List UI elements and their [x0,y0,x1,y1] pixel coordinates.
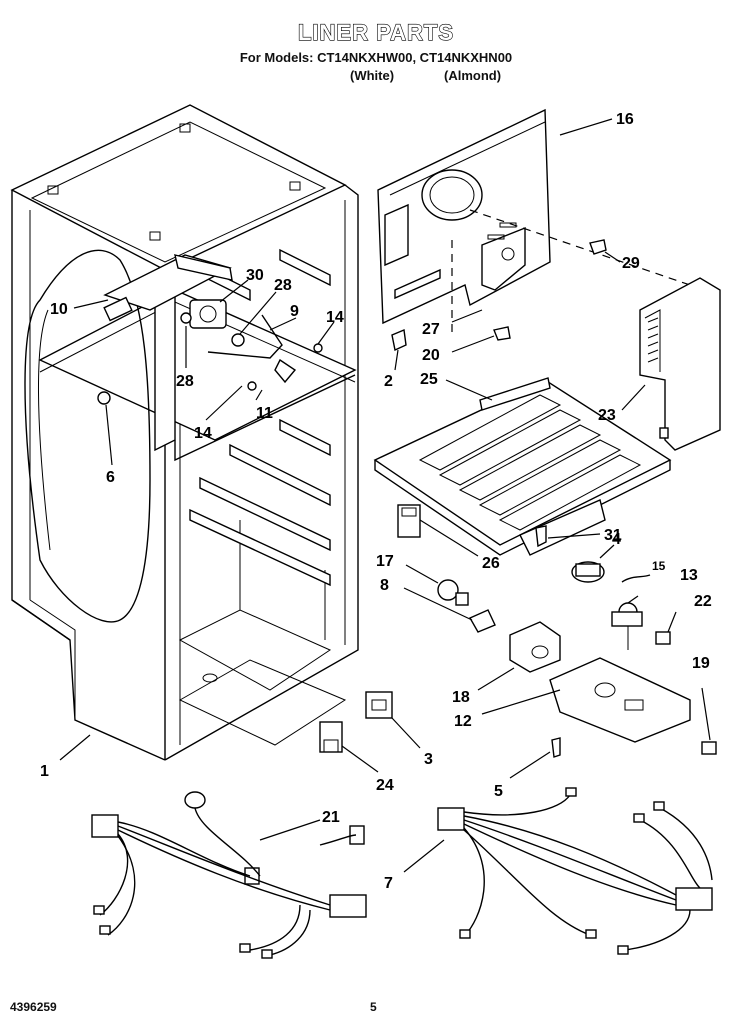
callout-9: 9 [290,303,299,320]
document-number: 4396259 [10,1000,57,1014]
callout-16: 16 [616,111,634,128]
callout-14-left: 14 [194,425,212,442]
connector-22 [655,631,671,645]
callout-5: 5 [494,783,503,800]
callout-25: 25 [420,371,438,388]
screw-29 [589,239,607,255]
callout-4: 4 [612,531,621,548]
callout-23: 23 [598,407,616,424]
callout-3: 3 [424,751,433,768]
shelf-supports [189,248,331,587]
control-housing-12 [549,657,691,743]
lamp-bulb-17 [437,579,469,606]
switch-3 [365,691,393,719]
thermostat-4 [571,561,605,583]
callout-26: 26 [482,555,500,572]
lamp-socket-8 [469,609,496,633]
callout-8: 8 [380,577,389,594]
page-number: 5 [370,1000,377,1014]
terminal-19 [701,741,717,755]
rear-panel [377,108,551,325]
callout-17: 17 [376,553,394,570]
callout-19: 19 [692,655,710,672]
liner-cabinet [10,104,359,761]
vent-cover [639,277,721,451]
screw-5 [551,737,561,758]
callout-30: 30 [246,267,264,284]
callout-11: 11 [256,405,273,422]
model-numbers: For Models: CT14NKXHW00, CT14NKXHN00 [239,50,513,65]
callout-27: 27 [422,321,440,338]
page-title: LINER PARTS [297,19,455,45]
defrost-timer-13 [611,602,643,650]
callout-13: 13 [680,567,698,584]
screw-2 [391,329,407,352]
callout-24: 24 [376,777,394,794]
callout-numbers: 16 29 27 20 2 25 23 26 31 4 15 13 22 17 … [40,111,712,892]
switch-24 [319,721,343,753]
variant-white: (White) [350,68,395,83]
callout-31: 31 [604,527,622,544]
callout-18: 18 [452,689,470,706]
wire-harness-21 [91,791,367,959]
leader-lines [59,118,711,873]
callout-15: 15 [652,559,666,573]
callout-10: 10 [50,301,68,318]
callout-14-right: 14 [326,309,344,326]
screw-31 [535,525,547,548]
callout-29: 29 [622,255,640,272]
variant-almond: (Almond) [444,68,502,83]
callout-22: 22 [694,593,712,610]
callout-21: 21 [322,809,340,826]
switch-26 [397,504,421,538]
callout-20: 20 [422,347,440,364]
callout-12: 12 [454,713,472,730]
callout-2: 2 [384,373,393,390]
wire-harness-7 [437,787,713,955]
screw-20 [493,326,511,341]
lamp-shield-18 [509,621,561,673]
callout-28-left: 28 [176,373,194,390]
callout-6: 6 [106,469,115,486]
clip-15 [621,574,651,583]
callout-28-top: 28 [274,277,292,294]
callout-7: 7 [384,875,393,892]
callout-1: 1 [40,763,49,780]
